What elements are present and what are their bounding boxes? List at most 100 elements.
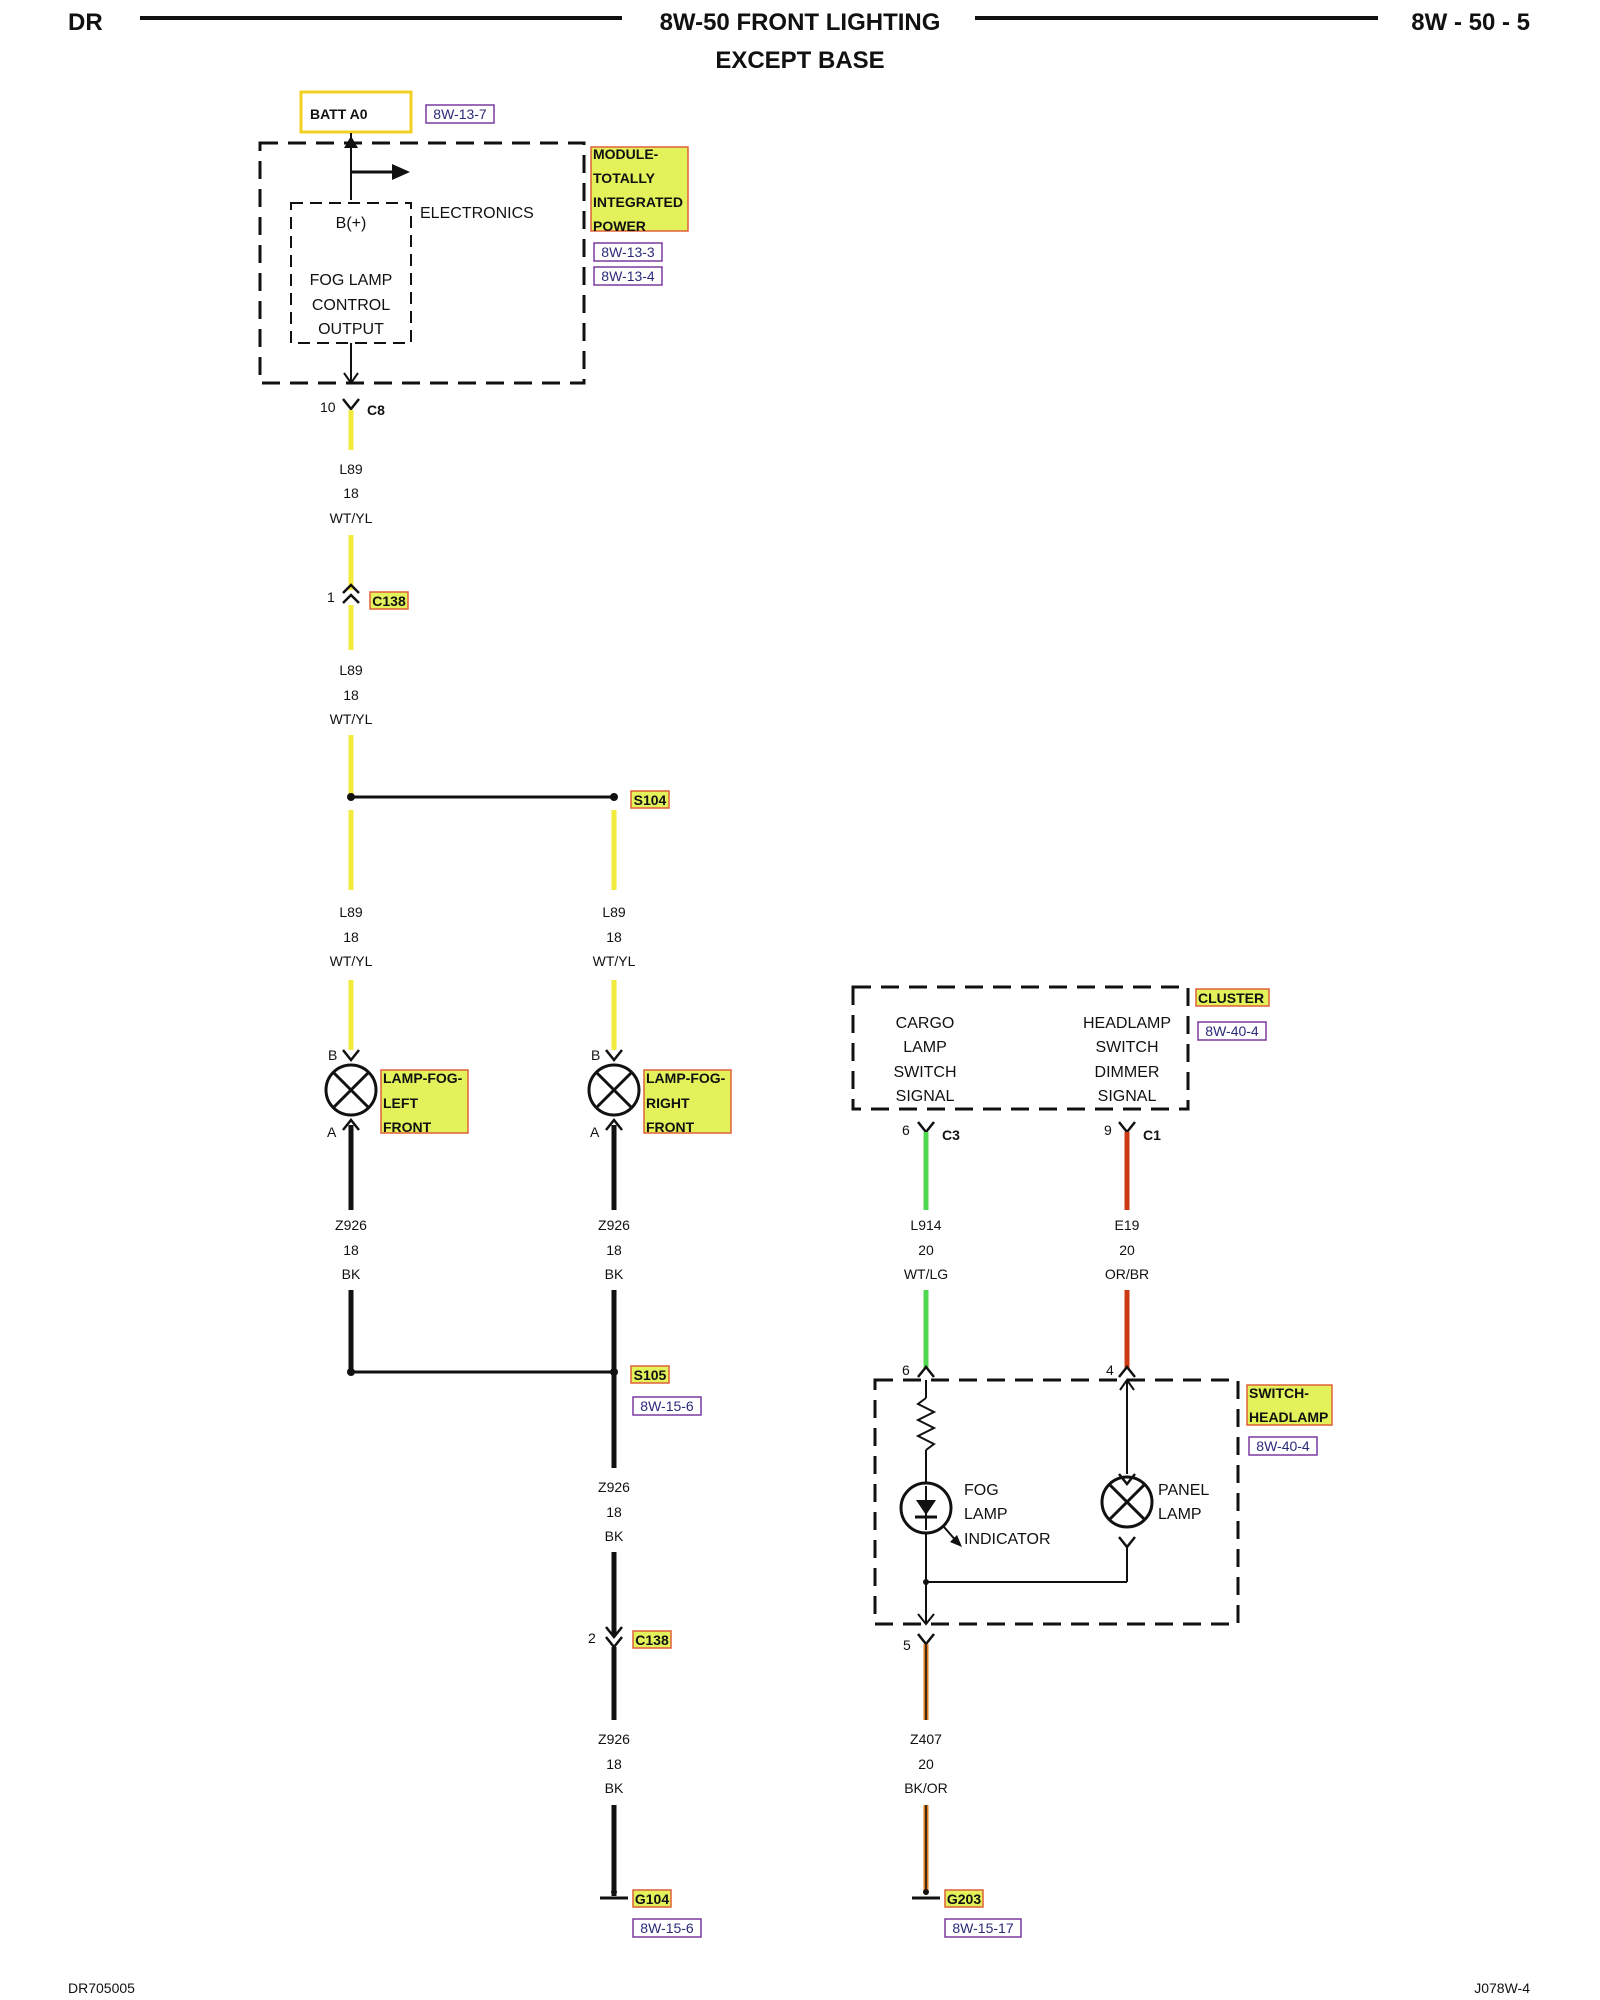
batt-ref-box[interactable]: [425, 104, 495, 124]
s105-dot-left: [347, 1368, 355, 1376]
tipm-name-line1: MODULE-: [593, 146, 659, 162]
wire-z407-circuit: Z407: [910, 1731, 942, 1747]
panel-lamp-icon: [1100, 1475, 1154, 1529]
c138-top-name: C138: [372, 593, 406, 609]
g104-ref[interactable]: 8W-15-6: [640, 1920, 694, 1936]
tipm-module-box: [258, 141, 586, 385]
fog-indicator-line3: INDICATOR: [964, 1531, 1051, 1548]
cluster-ref-box[interactable]: [1197, 1021, 1267, 1041]
s105-tag-box: [630, 1365, 670, 1384]
cluster-box: [851, 985, 1190, 1111]
panel-lamp-bottom-symbol: [1118, 1536, 1136, 1550]
s104-name: S104: [634, 792, 667, 808]
wire-l89c-color: WT/YL: [330, 953, 373, 969]
c8-connector-symbol: [342, 398, 360, 412]
tipm-electronics-box: [290, 202, 412, 344]
c138-top-symbol-a: [342, 583, 360, 594]
c138-bottom-name: C138: [635, 1632, 669, 1648]
tipm-ref1-box[interactable]: [593, 242, 663, 262]
c138-top-pin: 1: [327, 589, 335, 605]
tipm-name-line3: INTEGRATED: [593, 194, 683, 210]
cluster-conn-right: C1: [1143, 1127, 1161, 1143]
wire-l89b-gauge: 18: [343, 687, 359, 703]
tipm-name-line4: POWER: [593, 218, 646, 234]
s104-dot-right: [610, 793, 618, 801]
batt-label-box: [299, 90, 413, 134]
switch-pin-left: 6: [902, 1362, 910, 1378]
cluster-pin-left: 6: [902, 1122, 910, 1138]
g203-name: G203: [947, 1891, 981, 1907]
switch-ref[interactable]: 8W-40-4: [1256, 1438, 1310, 1454]
cluster-c1-symbol: [1118, 1121, 1136, 1135]
panel-lamp-line1: PANEL: [1158, 1482, 1209, 1499]
switch-tag-box: [1246, 1384, 1333, 1426]
switch-name-line1: SWITCH-: [1249, 1385, 1309, 1401]
lamp-right-name-line1: LAMP-FOG-: [646, 1070, 726, 1086]
lamp-right-pin-b: B: [591, 1047, 600, 1063]
tipm-name-line2: TOTALLY: [593, 170, 656, 186]
cluster-left-line1: CARGO: [896, 1015, 955, 1032]
cluster-ref[interactable]: 8W-40-4: [1205, 1023, 1259, 1039]
cluster-name: CLUSTER: [1198, 990, 1264, 1006]
cluster-left-line4: SIGNAL: [896, 1088, 955, 1105]
s105-ref-box[interactable]: [632, 1396, 702, 1416]
g104-ref-box[interactable]: [632, 1918, 702, 1938]
lamp-left-pin-b-symbol: [342, 1049, 360, 1063]
footer-left: DR705005: [68, 1980, 135, 1996]
s105-name: S105: [634, 1367, 667, 1383]
lamp-right-pin-a-symbol: [605, 1117, 623, 1131]
lamp-right-name-line2: RIGHT: [646, 1095, 690, 1111]
switch-ref-box[interactable]: [1248, 1436, 1318, 1456]
wire-z407-gauge: 20: [918, 1756, 934, 1772]
tipm-bplus-label: B(+): [336, 215, 367, 232]
header-left: DR: [68, 9, 103, 36]
cluster-right-line2: SWITCH: [1095, 1039, 1158, 1056]
switch-pin-bottom: 5: [903, 1637, 911, 1653]
lamp-left-name-line2: LEFT: [383, 1095, 418, 1111]
cluster-conn-left: C3: [942, 1127, 960, 1143]
wire-z926b-circuit: Z926: [598, 1217, 630, 1233]
wire-l89a-color: WT/YL: [330, 510, 373, 526]
footer-right: J078W-4: [1474, 1980, 1530, 1996]
wire-z926d-gauge: 18: [606, 1756, 622, 1772]
wire-l914-circuit: L914: [910, 1217, 941, 1233]
wire-l89a-gauge: 18: [343, 485, 359, 501]
tipm-ref2-box[interactable]: [593, 266, 663, 286]
wire-z407-color: BK/OR: [904, 1780, 948, 1796]
page-title: 8W-50 FRONT LIGHTING: [660, 9, 941, 36]
wire-z926c-circuit: Z926: [598, 1479, 630, 1495]
tipm-name-box: [590, 146, 689, 232]
lamp-left-name-box: [380, 1069, 469, 1134]
g203-ref[interactable]: 8W-15-17: [952, 1920, 1013, 1936]
switch-pin4-symbol: [1118, 1364, 1136, 1378]
s105-ref[interactable]: 8W-15-6: [640, 1398, 694, 1414]
wire-z926b-gauge: 18: [606, 1242, 622, 1258]
wire-z926c-color: BK: [605, 1528, 624, 1544]
cluster-pin-right: 9: [1104, 1122, 1112, 1138]
panel-lamp-line2: LAMP: [1158, 1506, 1202, 1523]
cluster-left-line2: LAMP: [903, 1039, 947, 1056]
c8-pin: 10: [320, 399, 336, 415]
led-emit-arrow-head: [950, 1535, 962, 1547]
switch-pin6-symbol: [917, 1364, 935, 1378]
g104-name: G104: [635, 1891, 669, 1907]
tipm-bplus-arrow: [344, 136, 358, 148]
g203-ref-box[interactable]: [944, 1918, 1022, 1938]
wire-e19-gauge: 20: [1119, 1242, 1135, 1258]
g203-tag-box: [944, 1889, 984, 1908]
lamp-left-pin-b: B: [328, 1047, 337, 1063]
tipm-ref-2[interactable]: 8W-13-4: [601, 268, 655, 284]
wire-z926c-gauge: 18: [606, 1504, 622, 1520]
lamp-left-cross-b: [331, 1070, 371, 1110]
panel-lamp-cross-b: [1107, 1482, 1147, 1522]
lamp-right-cross-b: [594, 1070, 634, 1110]
fog-indicator-line1: FOG: [964, 1482, 999, 1499]
wire-z926a-circuit: Z926: [335, 1217, 367, 1233]
tipm-ref-1[interactable]: 8W-13-3: [601, 244, 655, 260]
batt-ref[interactable]: 8W-13-7: [433, 106, 487, 122]
page-number: 8W - 50 - 5: [1411, 9, 1530, 36]
wire-z926d-color: BK: [605, 1780, 624, 1796]
lamp-right-pin-b-symbol: [605, 1049, 623, 1063]
lamp-right-name-line3: FRONT: [646, 1119, 695, 1135]
